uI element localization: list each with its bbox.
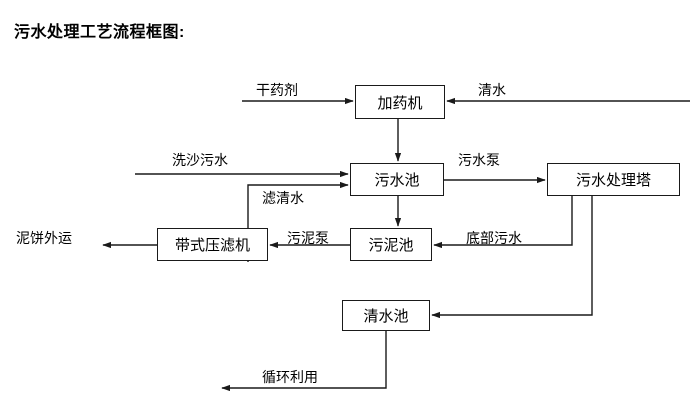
- edge-label-filtered-clear-water: 滤清水: [262, 190, 304, 206]
- edge-label-clean-water: 清水: [478, 82, 506, 98]
- edge-label-sand-wash-wastewater: 洗沙污水: [172, 152, 228, 168]
- edge-label-wastewater-pump: 污水泵: [458, 152, 500, 168]
- edge-label-sludge-pump: 污泥泵: [287, 230, 329, 246]
- node-belt-filter-press[interactable]: 带式压滤机: [157, 228, 268, 261]
- edge-tower-to-clear-water-pool: [431, 196, 593, 319]
- edge-tower-to-sludge-pool: [433, 196, 573, 249]
- node-clear-water-pool[interactable]: 清水池: [342, 300, 430, 331]
- page-title: 污水处理工艺流程框图:: [14, 24, 185, 41]
- edge-label-mud-cake-transport: 泥饼外运: [16, 230, 72, 246]
- node-sludge-pool[interactable]: 污泥池: [350, 228, 432, 261]
- node-wastewater-pool[interactable]: 污水池: [350, 163, 444, 196]
- edge-label-recycling-reuse: 循环利用: [262, 369, 318, 385]
- node-dosing-machine[interactable]: 加药机: [355, 85, 445, 119]
- edge-label-bottom-wastewater: 底部污水: [466, 230, 522, 246]
- node-treatment-tower[interactable]: 污水处理塔: [547, 163, 680, 196]
- edge-clear-water-pool-to-reuse: [221, 331, 387, 392]
- edge-label-dry-chemical: 干药剂: [256, 82, 298, 98]
